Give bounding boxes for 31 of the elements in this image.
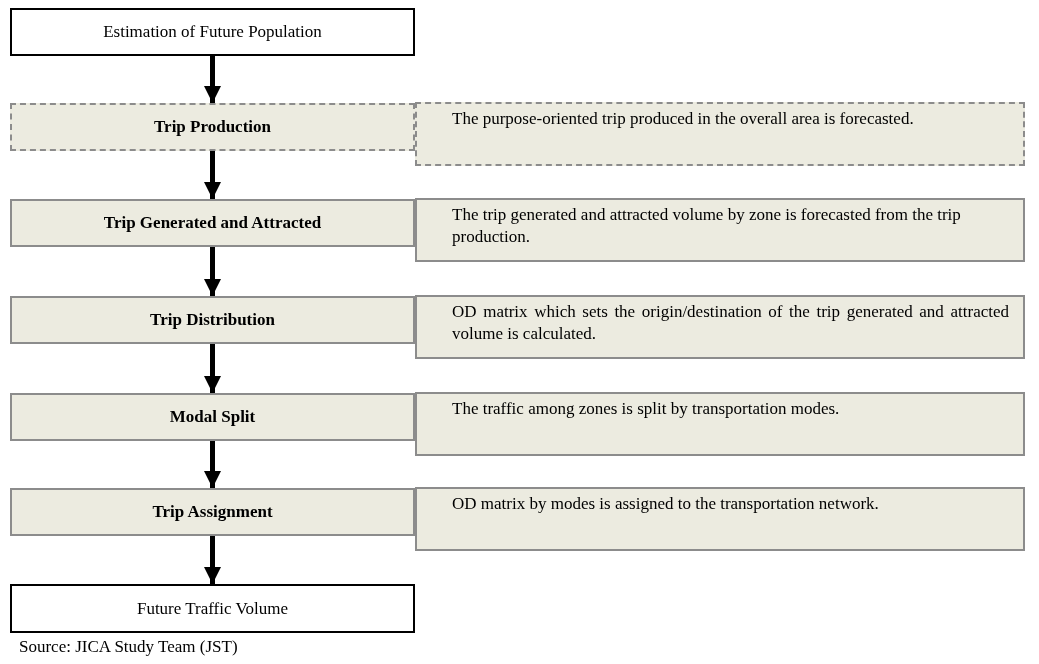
arrow <box>204 247 221 296</box>
node-text: The purpose-oriented trip produced in the overall area is forecasted. <box>452 108 914 130</box>
node-text: OD matrix by modes is assigned to the transportation network. <box>452 493 879 515</box>
node-text: Future Traffic Volume <box>136 598 289 619</box>
process-box <box>10 488 415 536</box>
description-box <box>415 295 1025 359</box>
process-box <box>10 296 415 344</box>
node-text: Trip Production <box>154 117 271 137</box>
node-text: Modal Split <box>169 407 256 427</box>
arrow <box>204 344 221 393</box>
node-text: Estimation of Future Population <box>103 22 322 42</box>
node-text: Trip Assignment <box>152 502 273 522</box>
node-text: Trip Generated and Attracted <box>103 213 322 233</box>
start-box <box>10 8 415 56</box>
node-text: OD matrix which sets the origin/destination of the trip generated and attracted volume is calculated. <box>452 301 1009 346</box>
node-text: The traffic among zones is split by transportation modes. <box>452 398 840 420</box>
arrow <box>204 151 221 199</box>
description-box <box>415 198 1025 262</box>
process-box <box>10 393 415 441</box>
source-note: Source: JICA Study Team (JST) <box>19 637 238 657</box>
description-box <box>415 392 1025 456</box>
node-text: Trip Distribution <box>150 310 275 330</box>
end-box <box>10 584 415 633</box>
process-box <box>10 103 415 151</box>
process-box <box>10 199 415 247</box>
node-text: The trip generated and attracted volume by zone is forecasted from the trip production. <box>452 204 962 249</box>
arrow <box>204 441 221 488</box>
arrow <box>204 536 221 584</box>
description-box <box>415 487 1025 551</box>
arrow <box>204 56 221 103</box>
description-box <box>415 102 1025 166</box>
